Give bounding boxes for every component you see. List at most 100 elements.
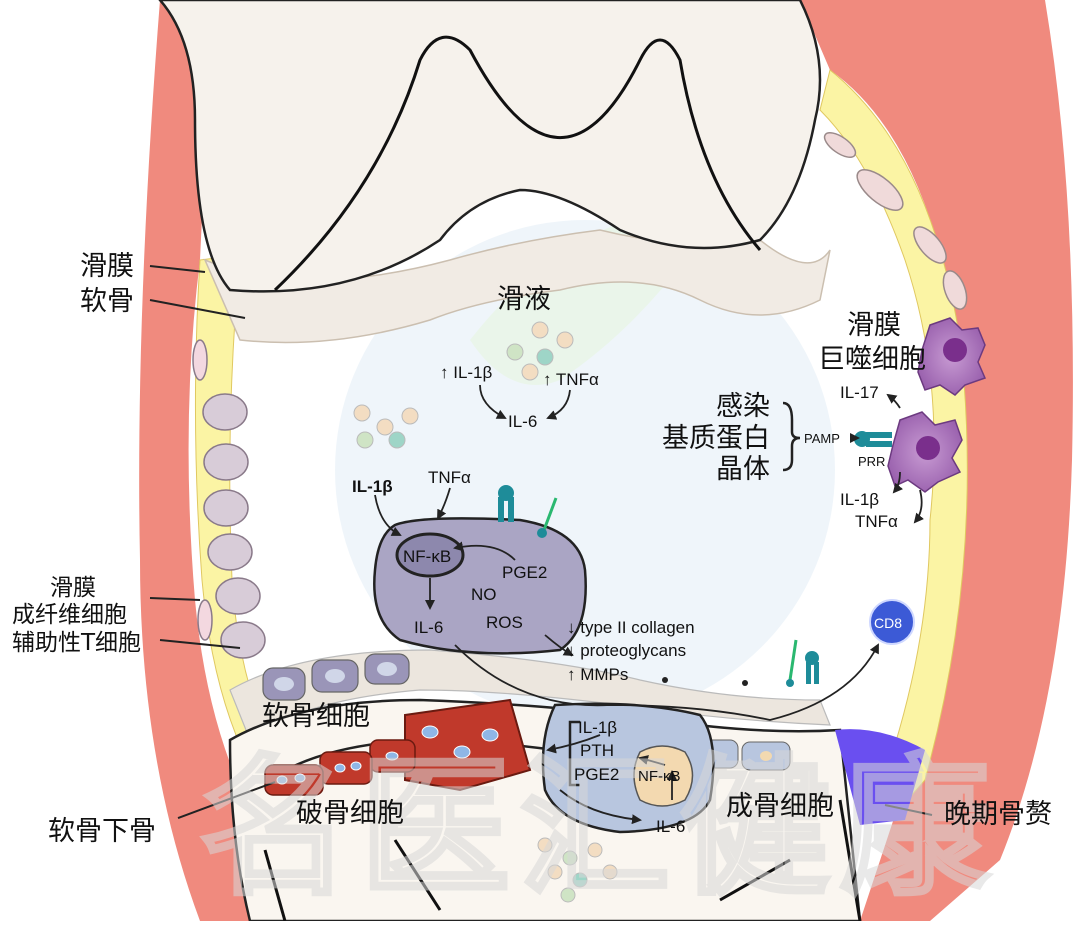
arrow — [886, 393, 901, 409]
stimulus-bracket — [782, 401, 801, 472]
ob-nfkb-label: NF-κB — [638, 768, 681, 785]
joint-capsule-left — [139, 0, 280, 921]
arrow — [544, 634, 574, 657]
osteoclast-nucleus — [385, 751, 399, 761]
receptor-2-stalk — [542, 497, 558, 531]
bone-trabecula-2 — [719, 858, 791, 902]
particle — [547, 864, 563, 880]
chondrocyte-nucleus — [325, 669, 345, 683]
bone-inner-line — [273, 35, 762, 292]
particle — [388, 431, 406, 449]
ob-pge2-label: PGE2 — [574, 765, 619, 784]
synoviocyte — [203, 443, 249, 481]
label-chondrocyte: 软骨细胞 — [262, 701, 370, 732]
chondrocytes — [262, 653, 410, 701]
label-fibroblast-line1: 滑膜 — [50, 575, 96, 601]
pathway-arrows — [374, 384, 924, 825]
ros-label: ROS — [486, 613, 523, 632]
joint-capsule-right — [800, 0, 1073, 921]
particle — [376, 418, 394, 436]
label-late-osteophyte: 晚期骨赘 — [944, 799, 1052, 830]
label-subchondral-bone: 软骨下骨 — [48, 816, 156, 847]
arrow — [437, 487, 451, 520]
arrow — [638, 755, 666, 766]
label-osteoclast: 破骨细胞 — [296, 798, 404, 829]
il17-label: IL-17 — [840, 383, 879, 402]
leader-line — [149, 597, 201, 601]
synoviocyte — [202, 393, 248, 431]
il1b-label: IL-1β — [352, 477, 393, 496]
chondrocyte-nucleus — [377, 662, 397, 676]
osteoclast-nucleus — [276, 775, 288, 785]
osteoclast-chain — [264, 698, 532, 796]
synoviocyte-column — [192, 339, 266, 659]
nfkb-label: NF-κB — [403, 547, 451, 566]
particle — [353, 404, 371, 422]
il6-label: IL-6 — [414, 618, 443, 637]
arrow — [453, 541, 516, 561]
pge2-label: PGE2 — [502, 563, 547, 582]
label-helper-t-cell: 辅助性T细胞 — [12, 630, 141, 656]
leader-lines — [149, 265, 933, 819]
upper-cartilage — [203, 229, 831, 344]
osteoclast-nucleus — [334, 763, 346, 773]
arrow — [546, 734, 601, 754]
particle — [506, 343, 524, 361]
mac-tnfa-label: TNFα — [855, 512, 898, 531]
fluid-il6-label: IL-6 — [508, 412, 537, 431]
particle — [587, 842, 603, 858]
right-fibroblasts — [823, 132, 968, 310]
mmps-label: ↑ MMPs — [567, 665, 628, 684]
arrow — [454, 643, 879, 721]
no-label: NO — [471, 585, 497, 604]
osteoclast-nucleus — [350, 761, 362, 771]
receptor-4 — [805, 651, 819, 684]
particle — [562, 850, 578, 866]
receptor-2-head — [537, 528, 547, 538]
particle — [521, 363, 539, 381]
synoviocyte — [215, 577, 261, 615]
fibroblast-cell — [197, 599, 213, 641]
leader-line — [884, 804, 933, 816]
leader-line — [149, 299, 246, 319]
leader-line — [149, 265, 206, 273]
osteoclast-nucleus — [294, 773, 306, 783]
bone-trabecula-3 — [263, 849, 287, 922]
proteoglycans-label: ↓ proteoglycans — [567, 641, 686, 660]
label-macrophage-line2: 巨噬细胞 — [818, 344, 926, 375]
particle — [536, 348, 554, 366]
arrow — [559, 789, 642, 825]
osteoblast-nucleus — [760, 751, 772, 761]
label-osteoblast: 成骨细胞 — [726, 791, 834, 822]
label-cartilage: 软骨 — [80, 286, 134, 317]
particle — [401, 407, 419, 425]
fibroblast-cell — [823, 132, 857, 158]
osteoclast-nucleus — [481, 728, 499, 742]
ob-il6-label: IL-6 — [656, 817, 685, 836]
macrophage-upper — [917, 317, 987, 396]
fluid-tnfa-label: ↑ TNFα — [543, 370, 599, 389]
label-fibroblast-line2: 成纤维细胞 — [12, 602, 127, 628]
particle — [537, 837, 553, 853]
arrow — [374, 494, 402, 536]
surface-dot — [742, 680, 748, 686]
particle — [560, 887, 576, 903]
osteoclast-nucleus — [421, 725, 439, 739]
cd8-cell — [869, 599, 915, 645]
chondrocyte-nucleus — [274, 677, 294, 691]
label-macrophage-line1: 滑膜 — [847, 310, 901, 341]
arrow — [479, 384, 507, 419]
fibroblast-cell — [913, 226, 947, 264]
surface-dot — [662, 677, 668, 683]
label-crystals: 晶体 — [716, 454, 770, 485]
receptor-3-head — [786, 679, 794, 687]
synoviocyte — [207, 533, 253, 571]
type2-collagen-label: ↓ type II collagen — [567, 618, 695, 637]
cytokine-particles — [353, 321, 618, 903]
watermark-text: 名医汇健康 — [200, 742, 1000, 916]
tnfa-label: TNFα — [428, 468, 471, 487]
particle — [356, 431, 374, 449]
macrophage-lower — [887, 411, 963, 493]
